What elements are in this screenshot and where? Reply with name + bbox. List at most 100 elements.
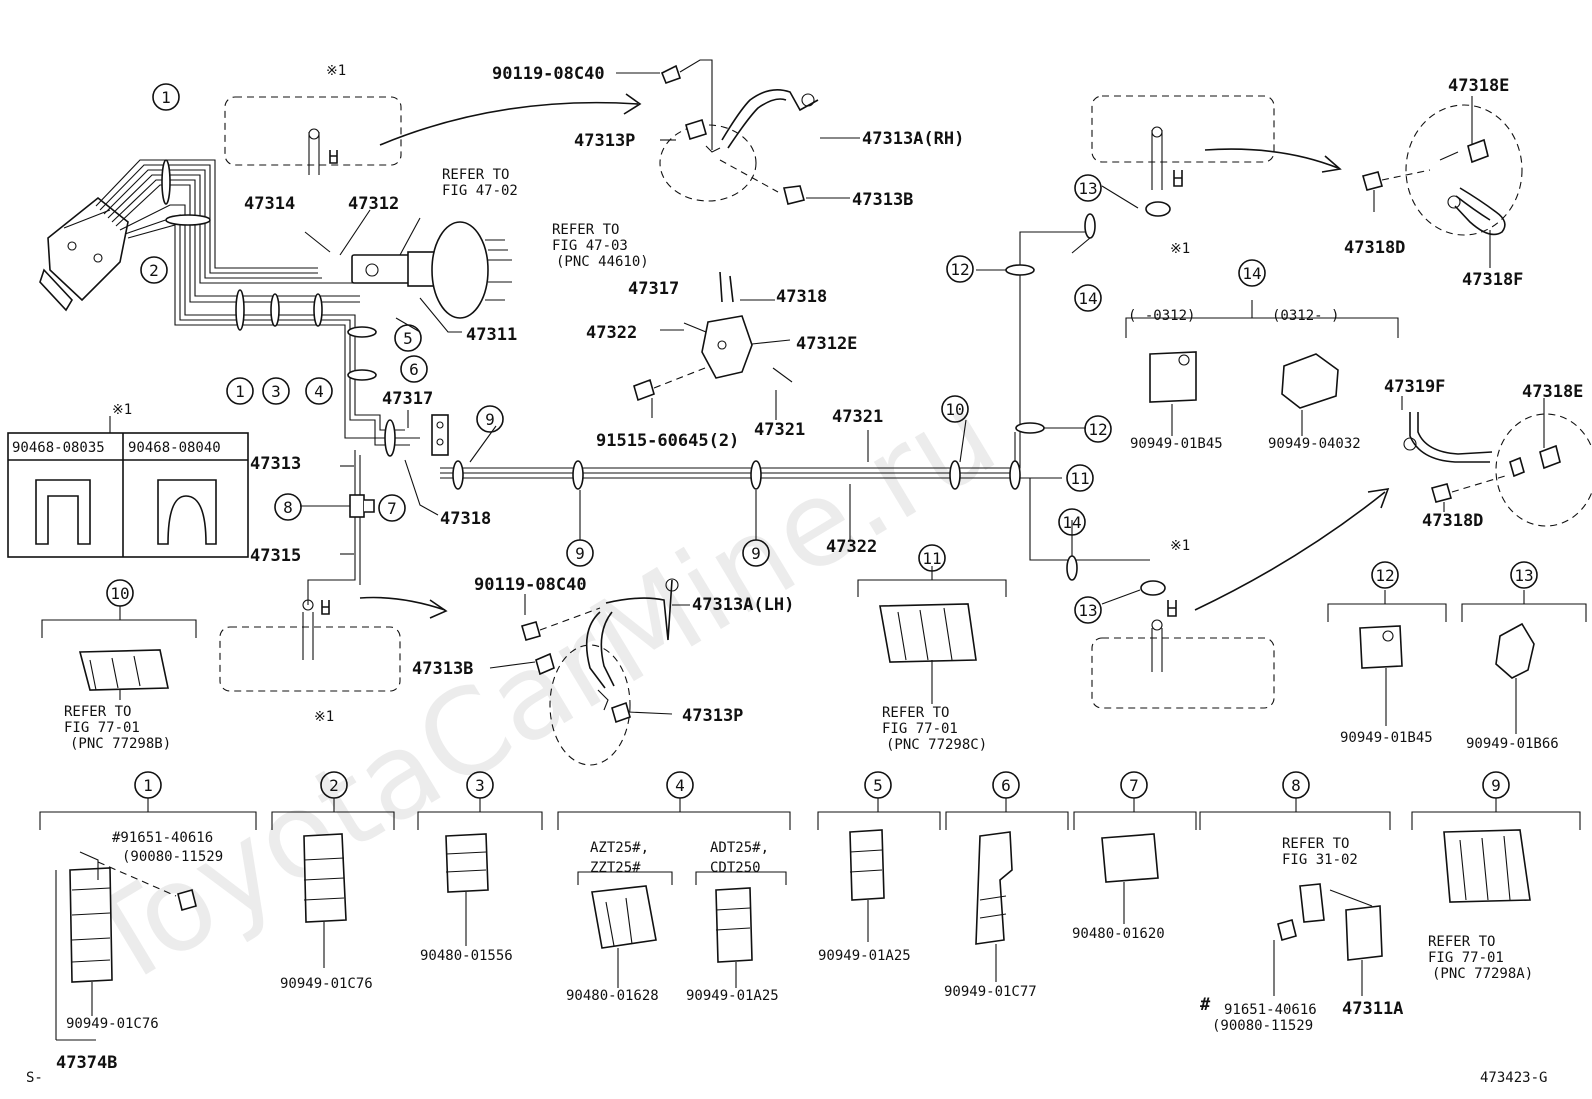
callout-3: 3	[475, 776, 485, 795]
clamp-group-brackets	[39, 300, 1587, 885]
brake-booster	[351, 221, 512, 319]
rear-rh-hose	[1362, 104, 1523, 236]
label-47313p-top: 47313P	[574, 131, 635, 151]
label-hash: #	[1200, 995, 1211, 1015]
callout-12: 12	[1375, 566, 1394, 585]
note-mark-top-right: ※1	[1170, 241, 1190, 257]
bundle-clamps	[161, 159, 396, 457]
label-90949-01b45-bottom: 90949-01B45	[1340, 730, 1433, 746]
wheel-area-box-front-left	[219, 626, 401, 692]
note-mark-shim: ※1	[112, 402, 132, 418]
bracket-lh-rear	[1151, 600, 1177, 672]
label-90949-01b45-top: 90949-01B45	[1130, 436, 1223, 452]
refer-47-03-line3: (PNC 44610)	[556, 254, 649, 270]
flow-arrow-top-right	[1204, 148, 1339, 169]
junction-block	[431, 414, 449, 456]
label-47311a: 47311A	[1342, 999, 1403, 1019]
proportioning-valve	[633, 271, 793, 402]
flow-arrowhead-top	[623, 93, 642, 115]
label-90480-01556: 90480-01556	[420, 948, 513, 964]
callout-2: 2	[329, 776, 339, 795]
refer-77298b-line1: REFER TO	[64, 704, 131, 720]
callout-1: 1	[235, 382, 245, 401]
label-47313p-bottom: 47313P	[682, 706, 743, 726]
callout-11: 11	[922, 549, 941, 568]
refer-77298a-line1: REFER TO	[1428, 934, 1495, 950]
tube-bundle	[95, 159, 420, 446]
shim-box	[7, 416, 249, 558]
label-47312e: 47312E	[796, 334, 857, 354]
label-range-before: ( -0312)	[1128, 308, 1195, 324]
callout-14: 14	[1242, 264, 1261, 283]
refer-47-02-line2: FIG 47-02	[442, 183, 518, 199]
callout-14: 14	[1078, 289, 1097, 308]
callout-13: 13	[1078, 601, 1097, 620]
label-cdt250: CDT250	[710, 860, 761, 876]
label-90080-11529-top: (90080-11529	[122, 849, 223, 865]
callout-circles	[106, 83, 1538, 799]
note-mark-top: ※1	[326, 63, 346, 79]
label-47313a-rh: 47313A(RH)	[862, 129, 964, 149]
clamp-parts	[69, 351, 1535, 983]
label-47313: 47313	[250, 454, 301, 474]
callout-7: 7	[387, 499, 397, 518]
part-labels: 90119-08C40 47313P 47313A(RH) 47313B 473…	[12, 63, 1583, 1086]
main-brake-lines	[440, 201, 1171, 596]
label-47313b-bottom: 47313B	[412, 659, 473, 679]
flow-arrowhead-bottom-left	[429, 599, 448, 619]
rear-lh-hose	[1403, 412, 1592, 527]
label-range-after: (0312- )	[1272, 308, 1339, 324]
label-91651-40616-top: #91651-40616	[112, 830, 213, 846]
label-47313b-top: 47313B	[852, 190, 913, 210]
shim-header-08040: 90468-08040	[128, 440, 221, 456]
flow-arrow-bottom-right	[1194, 491, 1386, 611]
refer-77298b-line3: (PNC 77298B)	[70, 736, 171, 752]
callout-13: 13	[1514, 566, 1533, 585]
refer-47-02-line1: REFER TO	[442, 167, 509, 183]
label-azt25: AZT25#,	[590, 840, 649, 856]
callout-6: 6	[1001, 776, 1011, 795]
flow-arrowhead-bottom-right	[1367, 488, 1390, 509]
label-91651-40616-bottom: 91651-40616	[1224, 1002, 1317, 1018]
bracket-rh-rear	[1151, 126, 1183, 190]
label-47318d-top: 47318D	[1344, 238, 1405, 258]
refer-77298c-line2: FIG 77-01	[882, 721, 958, 737]
label-91515-60645: 91515-60645(2)	[596, 431, 739, 451]
master-cylinder-unit	[39, 196, 129, 312]
label-90119-08c40-bottom: 90119-08C40	[474, 575, 587, 595]
callout-10: 10	[110, 584, 129, 603]
label-90949-01c76-left: 90949-01C76	[66, 1016, 159, 1032]
label-47321-valve: 47321	[754, 420, 805, 440]
bracket-lh-front	[302, 599, 330, 660]
label-90119-08c40-top: 90119-08C40	[492, 64, 605, 84]
label-90949-01c76: 90949-01C76	[280, 976, 373, 992]
flow-arrow-bottom-left	[359, 596, 446, 611]
refer-31-02-line1: REFER TO	[1282, 836, 1349, 852]
callout-1: 1	[161, 88, 171, 107]
callout-6: 6	[409, 360, 419, 379]
callout-8: 8	[1291, 776, 1301, 795]
refer-77298c-line3: (PNC 77298C)	[886, 737, 987, 753]
callout-3: 3	[271, 382, 281, 401]
label-90949-01a25-pair: 90949-01A25	[686, 988, 779, 1004]
note-mark-bottom-right: ※1	[1170, 538, 1190, 554]
label-47322-top: 47322	[586, 323, 637, 343]
note-mark-bottom-left: ※1	[314, 709, 334, 725]
refer-47-03-line1: REFER TO	[552, 222, 619, 238]
callout-11: 11	[1070, 469, 1089, 488]
callout-4: 4	[675, 776, 685, 795]
label-47313a-lh: 47313A(LH)	[692, 595, 794, 615]
callout-2: 2	[149, 261, 159, 280]
refer-77298a-line3: (PNC 77298A)	[1432, 966, 1533, 982]
callout-13: 13	[1078, 179, 1097, 198]
wheel-area-box-front-right	[224, 96, 402, 166]
label-47318d-bottom: 47318D	[1422, 511, 1483, 531]
callout-9: 9	[1491, 776, 1501, 795]
label-90480-01620: 90480-01620	[1072, 926, 1165, 942]
label-47318: 47318	[440, 509, 491, 529]
label-47317-top: 47317	[628, 279, 679, 299]
callout-9: 9	[751, 544, 761, 563]
label-47315: 47315	[250, 546, 301, 566]
front-lh-line	[307, 450, 375, 605]
